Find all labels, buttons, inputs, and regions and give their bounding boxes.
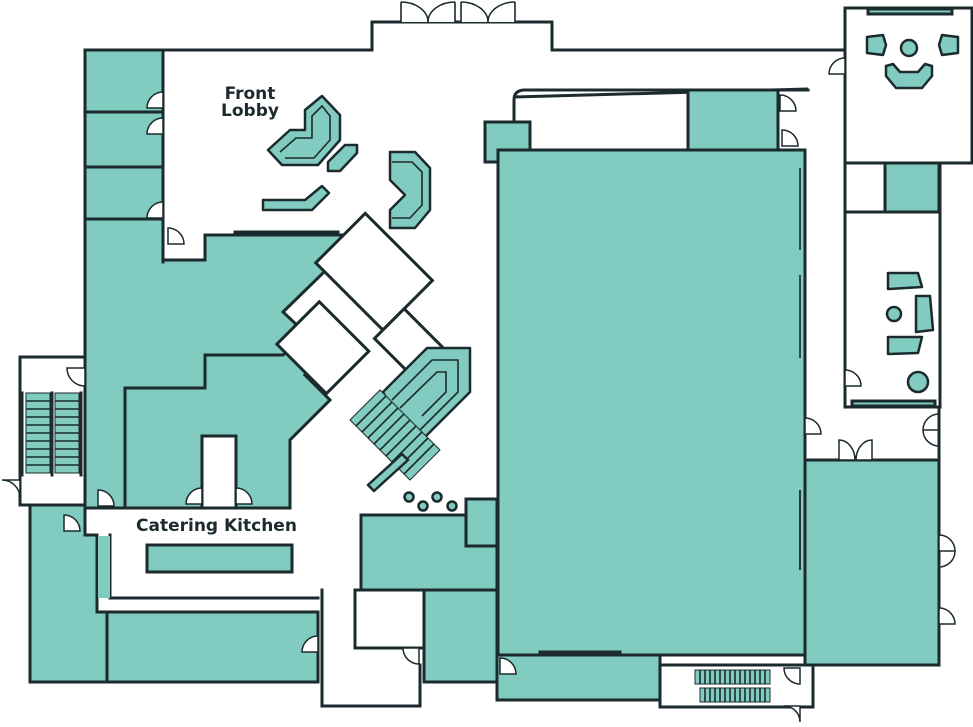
catering-kitchen-label: Catering Kitchen — [136, 516, 297, 536]
armchair — [937, 33, 960, 57]
round-table — [899, 38, 919, 58]
east-hall[interactable] — [799, 398, 956, 667]
office-2[interactable] — [83, 110, 165, 169]
ballroom-main — [496, 148, 807, 657]
stair-south[interactable] — [658, 663, 815, 723]
south-center-rooms[interactable] — [320, 497, 662, 708]
stools — [403, 491, 458, 512]
round-table — [906, 370, 930, 394]
stair-steps-west — [20, 391, 83, 477]
main-entrance-doors[interactable] — [400, 1, 516, 23]
armchair — [886, 271, 924, 291]
front-lobby-label-line2: Lobby — [221, 101, 279, 121]
ballroom[interactable] — [483, 87, 810, 675]
low-bench — [261, 184, 331, 212]
front-lobby-label: Front Lobby — [212, 86, 288, 120]
armchair — [886, 335, 924, 356]
armchair — [865, 33, 888, 57]
lounge-northeast[interactable] — [828, 6, 973, 214]
curved-sofa — [884, 62, 934, 90]
lounge-east[interactable] — [843, 210, 942, 409]
kitchen-counter — [145, 543, 294, 574]
stair-west[interactable] — [1, 355, 87, 507]
stair-steps-diagonal — [349, 389, 441, 481]
lobby-furniture — [261, 94, 432, 230]
side-table — [885, 305, 903, 323]
sofa — [914, 294, 935, 334]
front-lobby-label-line1: Front — [224, 84, 276, 104]
southwest-rooms[interactable] — [28, 503, 320, 684]
curved-bench-right — [388, 150, 432, 230]
west-offices[interactable] — [83, 48, 165, 221]
angled-bench — [326, 143, 359, 173]
auditorium-steps — [349, 346, 472, 493]
